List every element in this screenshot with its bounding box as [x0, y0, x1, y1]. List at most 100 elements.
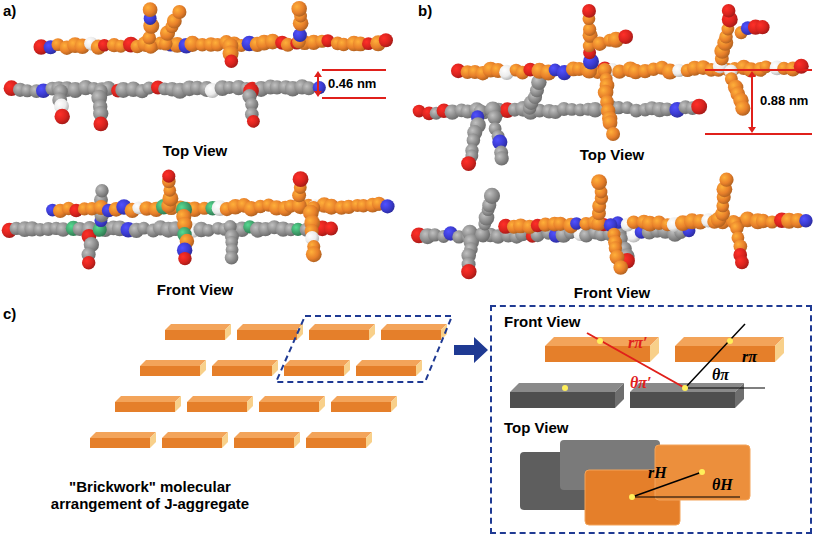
centroid-dot: [629, 494, 635, 500]
brick-top: [381, 324, 447, 330]
brick-top: [162, 432, 228, 438]
atom-sphere: [755, 20, 769, 34]
atom-sphere: [293, 171, 309, 187]
geometry-symbol: rπ′: [628, 334, 647, 352]
brick: [212, 360, 278, 376]
brick-side: [247, 396, 253, 412]
brick-top: [331, 396, 397, 402]
arrowhead: [748, 71, 756, 77]
view-caption: Top View: [163, 142, 227, 159]
geometry-line: [632, 496, 740, 497]
dimension-value: 0.46 nm: [328, 76, 376, 91]
atom-sphere: [162, 170, 175, 183]
molecule-model: [451, 4, 809, 141]
geometry-symbol: θπ′: [630, 374, 652, 392]
dimension-line: [705, 69, 812, 71]
atom-sphere: [618, 29, 633, 44]
brick: [675, 337, 784, 362]
brick-front: [187, 402, 247, 412]
atom-sphere: [225, 54, 238, 67]
view-heading: Front View: [504, 313, 580, 330]
brick: [234, 432, 300, 448]
brick-front: [675, 346, 775, 362]
atom-sphere: [95, 184, 108, 197]
panel-letter: b): [418, 2, 432, 19]
brick-top: [115, 396, 181, 402]
brick-side: [344, 360, 350, 376]
brick-top: [306, 432, 372, 438]
geometry-line: [685, 387, 765, 388]
panel-letter: c): [3, 305, 16, 322]
brick: [284, 360, 350, 376]
brick-front: [212, 366, 272, 376]
view-caption: Top View: [580, 146, 644, 163]
molecule-model: [4, 79, 326, 131]
atom-sphere: [379, 33, 393, 47]
brick-top: [356, 360, 422, 366]
brick-front: [510, 392, 615, 408]
brick-top: [259, 396, 325, 402]
brick: [115, 396, 181, 412]
brick: [331, 396, 397, 412]
detail-panel: Front ViewTop View: [490, 305, 812, 534]
brick-top: [675, 337, 784, 346]
dimension-arrow: [317, 76, 319, 92]
zoom-arrow: [454, 337, 488, 363]
atom-sphere: [591, 174, 607, 190]
centroid-dot: [597, 338, 603, 344]
brick-side: [416, 360, 422, 376]
brick-front: [140, 366, 200, 376]
brick-side: [369, 324, 375, 340]
atom-sphere: [484, 188, 500, 204]
atom-sphere: [691, 99, 707, 115]
dimension-marker: [314, 70, 812, 134]
dimension-arrow: [751, 76, 753, 128]
brick-top: [510, 383, 624, 392]
brick-top: [165, 324, 231, 330]
atom-sphere: [495, 151, 509, 165]
brick: [90, 432, 156, 448]
brick-side: [225, 324, 231, 340]
brick-front: [162, 438, 222, 448]
geometry-symbol: θπ: [712, 366, 729, 384]
molecule-model: [498, 173, 812, 275]
geometry-symbol: θH: [712, 476, 733, 494]
brick-front: [381, 330, 441, 340]
atom-sphere: [247, 115, 260, 128]
molecule-model: [46, 170, 394, 266]
atom-sphere: [143, 2, 158, 17]
brick: [237, 324, 303, 340]
centroid-dot: [699, 469, 705, 475]
brick-front: [306, 438, 366, 448]
brick-side: [319, 396, 325, 412]
brick-front: [234, 438, 294, 448]
molecule-model: [411, 188, 695, 279]
brick-top: [284, 360, 350, 366]
brick: [306, 432, 372, 448]
brick-top-view: [655, 445, 750, 500]
arrowhead: [748, 127, 756, 133]
brick-front: [165, 330, 225, 340]
brick-front: [115, 402, 175, 412]
brick: [381, 324, 447, 340]
dimension-line: [322, 69, 386, 71]
brick-top: [234, 432, 300, 438]
panel-letter: a): [3, 2, 16, 19]
atom-sphere: [582, 4, 596, 18]
brick-side: [294, 432, 300, 448]
view-caption: Front View: [574, 284, 650, 301]
view-heading: Top View: [504, 419, 568, 436]
atom-sphere: [735, 256, 749, 270]
atom-sphere: [613, 260, 628, 275]
brick-side: [272, 360, 278, 376]
brick-side: [391, 396, 397, 412]
atom-sphere: [291, 1, 307, 17]
atom-sphere: [93, 117, 108, 132]
figure-caption: "Brickwork" molecular arrangement of J-a…: [25, 478, 275, 512]
atom-sphere: [461, 156, 476, 171]
brick-front: [309, 330, 369, 340]
brick: [162, 432, 228, 448]
dimension-value: 0.88 nm: [760, 93, 808, 108]
brick-side: [150, 432, 156, 448]
